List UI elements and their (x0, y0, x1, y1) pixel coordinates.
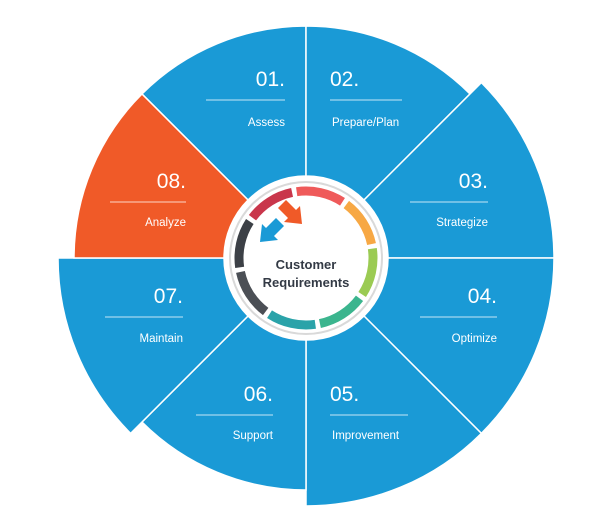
segment-assess: 01. Assess (140, 25, 307, 202)
ring-arc (248, 188, 294, 221)
segment-maintain: 07. Maintain (57, 257, 250, 435)
segment-number: 05. (330, 383, 359, 406)
segment-label: Support (233, 430, 274, 442)
segment-improvement: 05. Improvement (305, 314, 483, 507)
hub-outer-rim (229, 181, 383, 335)
cycle-arrows-icon (260, 200, 302, 242)
segment-number: 03. (459, 170, 488, 193)
segment-wedge (73, 92, 250, 259)
segment-wedge (140, 25, 307, 202)
segment-label: Maintain (140, 333, 183, 345)
segment-number: 08. (157, 170, 186, 193)
segment-number: 06. (244, 383, 273, 406)
segment-optimize: 04. Optimize (362, 257, 555, 435)
segment-support: 06. Support (140, 314, 307, 491)
ring-arc (318, 295, 364, 328)
ring-arc (267, 310, 316, 330)
segment-strategize: 03. Strategize (362, 81, 555, 259)
incoming-arrow-icon (278, 200, 302, 224)
segments: 01. Assess 02. Prepare/Plan 03. Strategize 04.… (57, 25, 555, 507)
outgoing-arrow-icon (260, 218, 284, 242)
segment-wedge (305, 25, 472, 202)
segment-wedge (362, 257, 555, 435)
segment-label: Strategize (436, 217, 488, 229)
segment-wedge (140, 314, 307, 491)
center-title-line1: Customer (276, 257, 337, 272)
segment-label: Analyze (145, 217, 186, 229)
ring-arc (236, 270, 269, 316)
segment-label: Assess (248, 117, 285, 129)
ring-arc (296, 186, 345, 206)
segment-wedge (57, 257, 250, 435)
segment-number: 02. (330, 68, 359, 91)
segment-wedge (305, 314, 483, 507)
hub-color-ring (234, 186, 378, 330)
segment-prepare-plan: 02. Prepare/Plan (305, 25, 472, 202)
segment-number: 01. (256, 68, 285, 91)
segment-analyze: 08. Analyze (73, 92, 250, 259)
segment-label: Improvement (332, 430, 400, 442)
ring-arc (343, 200, 376, 246)
segment-wedge (362, 81, 555, 259)
ring-arc (358, 248, 378, 297)
ring-arc (234, 219, 254, 268)
center-title-line2: Requirements (263, 275, 350, 290)
segment-label: Optimize (452, 333, 497, 345)
center-hub: Customer Requirements (226, 178, 386, 338)
segment-number: 04. (468, 285, 497, 308)
segment-label: Prepare/Plan (332, 117, 399, 129)
segment-number: 07. (154, 285, 183, 308)
